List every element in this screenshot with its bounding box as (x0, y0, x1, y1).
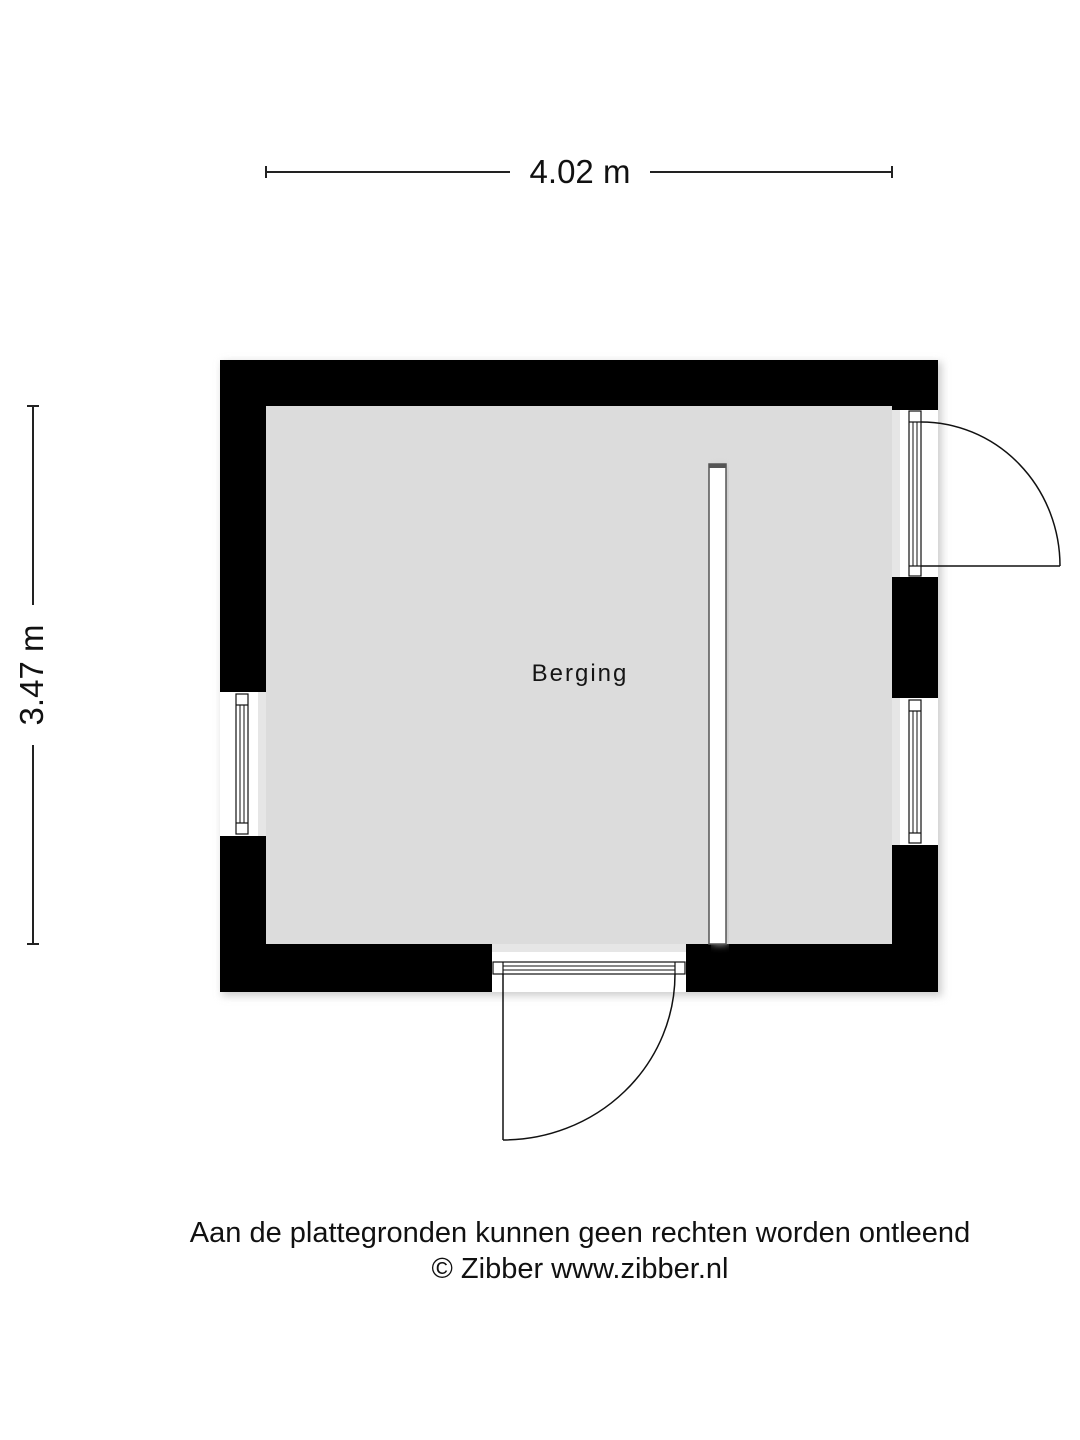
height-dimension-label: 3.47 m (12, 605, 52, 745)
room-floor-berging (266, 406, 892, 944)
right-door (892, 410, 1061, 577)
bottom-door (492, 944, 686, 1141)
right-window (892, 698, 938, 845)
partition-wall (708, 463, 728, 945)
left-window (220, 692, 266, 836)
width-dimension-label: 4.02 m (510, 152, 650, 192)
room-label-berging: Berging (531, 660, 629, 687)
copyright-text: © Zibber www.zibber.nl (431, 1253, 729, 1285)
disclaimer-text: Aan de plattegronden kunnen geen rechten… (189, 1217, 971, 1249)
